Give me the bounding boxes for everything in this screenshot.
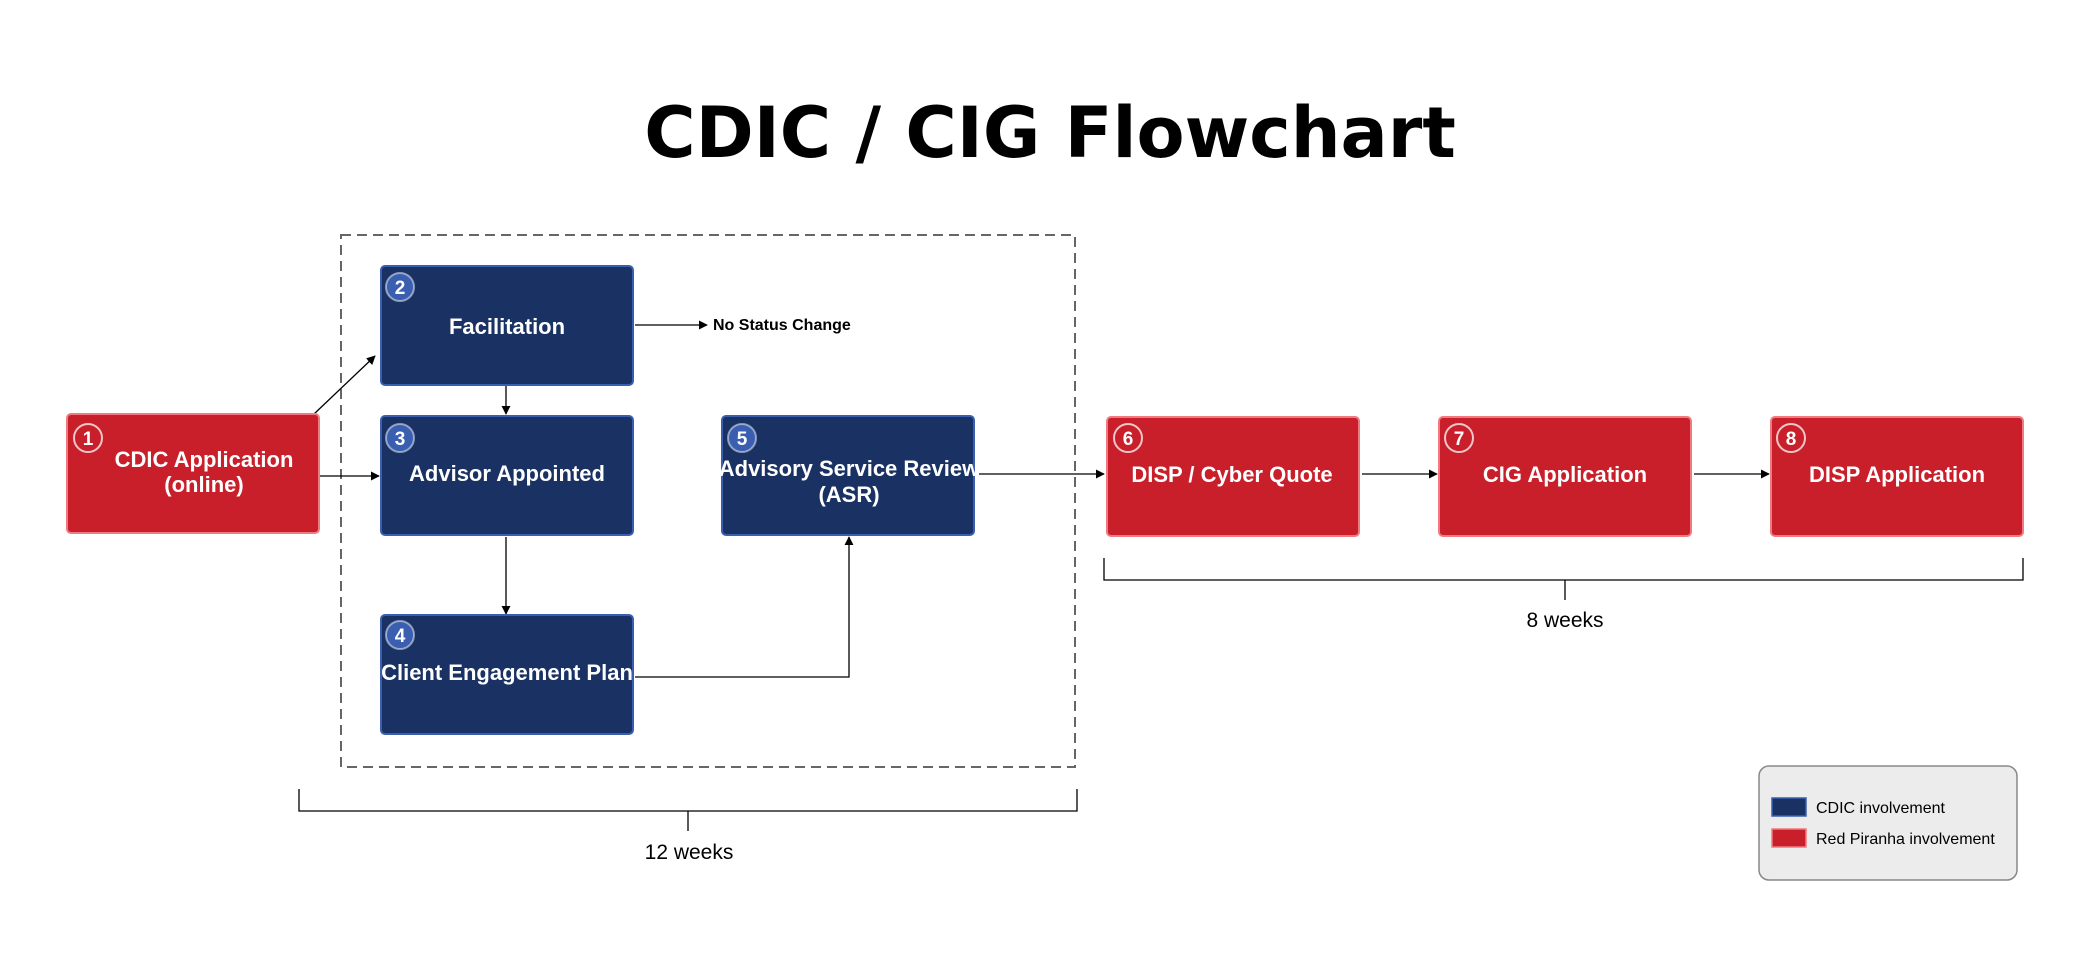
edge-1-to-2 — [313, 355, 376, 415]
node-facilitation: 2 Facilitation — [380, 265, 634, 386]
legend-label-cdic: CDIC involvement — [1816, 800, 1945, 817]
step-number-badge — [1113, 423, 1143, 453]
node-box — [1106, 416, 1360, 537]
step-number-badge — [1444, 423, 1474, 453]
node-label-line-1: DISP Application — [1809, 462, 1985, 487]
no-status-change-label: No Status Change — [713, 317, 851, 334]
step-number-badge — [1776, 423, 1806, 453]
node-box — [1438, 416, 1692, 537]
duration-label-8-weeks: 8 weeks — [1526, 609, 1603, 632]
node-box — [380, 614, 634, 735]
step-number: 5 — [737, 429, 748, 450]
step-number: 3 — [395, 429, 406, 450]
duration-bracket-8-weeks: 8 weeks — [1103, 558, 2024, 632]
node-cdic-application: 1 CDIC Application (online) — [66, 413, 320, 534]
node-box — [1770, 416, 2024, 537]
step-number: 7 — [1454, 429, 1465, 450]
legend-label-red-piranha: Red Piranha involvement — [1816, 831, 1995, 848]
step-number: 4 — [395, 626, 406, 647]
duration-label-12-weeks: 12 weeks — [645, 841, 734, 864]
legend-swatch-red-piranha — [1771, 828, 1807, 848]
node-cig-application: 7 CIG Application — [1438, 416, 1692, 537]
legend: CDIC involvement Red Piranha involvement — [1758, 765, 2018, 881]
node-box — [721, 415, 975, 536]
node-label-line-1: Advisor Appointed — [409, 461, 605, 486]
node-disp-application: 8 DISP Application — [1770, 416, 2024, 537]
edges — [313, 320, 1770, 678]
step-number-badge — [385, 423, 415, 453]
node-label-line-1: Advisory Service Review — [719, 456, 980, 481]
node-advisor-appointed: 3 Advisor Appointed — [380, 415, 634, 536]
node-label-line-1: Facilitation — [449, 314, 565, 339]
node-label-line-2: (online) — [164, 472, 243, 497]
bracket-line — [298, 789, 1078, 812]
page-title: CDIC / CIG Flowchart — [644, 92, 1456, 174]
node-box — [66, 413, 320, 534]
legend-box — [1758, 765, 2018, 881]
node-box — [380, 415, 634, 536]
node-label-line-1: CDIC Application — [115, 447, 294, 472]
step-number-badge — [385, 272, 415, 302]
step-number: 2 — [395, 278, 406, 299]
cdic-phase-container — [340, 234, 1076, 768]
step-number: 1 — [83, 429, 94, 450]
node-advisory-service-review: 5 Advisory Service Review (ASR) — [719, 415, 980, 536]
step-number-badge — [727, 423, 757, 453]
node-label-line-1: DISP / Cyber Quote — [1131, 462, 1332, 487]
bracket-line — [1103, 558, 2024, 581]
node-label-line-2: (ASR) — [818, 482, 879, 507]
step-number: 6 — [1123, 429, 1134, 450]
node-client-engagement-plan: 4 Client Engagement Plan — [380, 614, 634, 735]
duration-bracket-12-weeks: 12 weeks — [298, 789, 1078, 864]
node-label-line-1: CIG Application — [1483, 462, 1647, 487]
step-number-badge — [73, 423, 103, 453]
node-disp-cyber-quote: 6 DISP / Cyber Quote — [1106, 416, 1360, 537]
step-number: 8 — [1786, 429, 1797, 450]
node-label-line-1: Client Engagement Plan — [381, 660, 633, 685]
step-number-badge — [385, 620, 415, 650]
legend-swatch-cdic — [1771, 797, 1807, 817]
node-box — [380, 265, 634, 386]
edge-4-to-5 — [635, 536, 854, 678]
